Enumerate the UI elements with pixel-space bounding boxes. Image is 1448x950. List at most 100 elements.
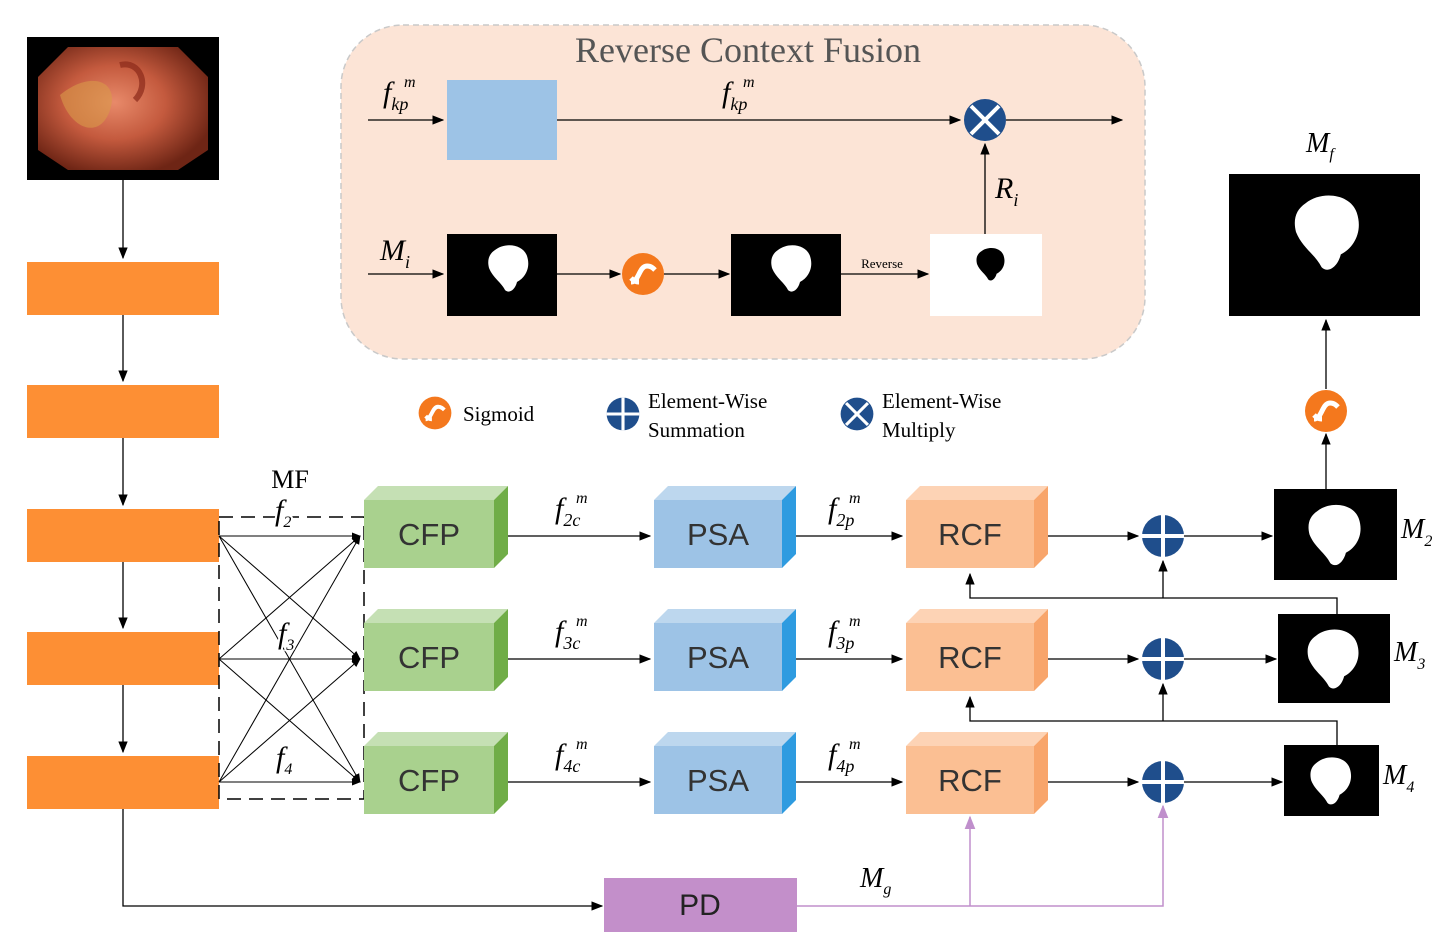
cfp-block-front <box>364 746 494 814</box>
rcf-block-front <box>906 500 1034 568</box>
side-mask-label: M2 <box>1400 514 1432 550</box>
legend-summation-line2: Summation <box>648 418 745 442</box>
cfp-block-top <box>364 609 508 623</box>
svg-text:f3: f3 <box>278 617 294 654</box>
svg-text:m: m <box>743 74 755 91</box>
side-mask-blob <box>1308 504 1361 566</box>
legend-multiply-icon <box>839 396 875 432</box>
svg-text:Mg: Mg <box>859 863 891 898</box>
legend-multiply-line1: Element-Wise <box>882 389 1001 413</box>
psa-block: PSA <box>654 609 796 691</box>
psa-block-label: PSA <box>687 517 749 552</box>
cfp-block-side <box>494 732 508 814</box>
cfp-block-top <box>364 732 508 746</box>
encoder-block-2 <box>27 385 219 438</box>
final-mask-blob <box>1294 195 1359 270</box>
svg-text:m: m <box>576 736 588 753</box>
rcf-panel-title: Reverse Context Fusion <box>575 30 921 70</box>
side-mask-label: M3 <box>1393 637 1425 673</box>
side-mask-label: M4 <box>1382 760 1414 796</box>
encoder-block-3 <box>27 509 219 562</box>
rcf-block-side <box>1034 486 1048 568</box>
legend-sigmoid-label: Sigmoid <box>463 402 535 426</box>
svg-text:f4: f4 <box>276 741 292 778</box>
rcf-block-top <box>906 732 1048 746</box>
reverse-label: Reverse <box>861 256 903 271</box>
legend-summation-line1: Element-Wise <box>648 389 767 413</box>
cfp-block-side <box>494 609 508 691</box>
cfp-block-side <box>494 486 508 568</box>
arrow-pd-sum <box>797 804 1169 907</box>
svg-text:Mi: Mi <box>379 234 410 272</box>
feedback-to-rcf <box>965 695 1338 745</box>
psa-block-top <box>654 609 796 623</box>
svg-text:m: m <box>576 490 588 507</box>
feedback-to-rcf <box>965 572 1338 614</box>
psa-block: PSA <box>654 486 796 568</box>
svg-text:M4: M4 <box>1382 760 1414 796</box>
panel-conv-block <box>447 80 557 160</box>
summation-icon <box>1140 513 1186 559</box>
legend-sigmoid-icon <box>416 394 454 432</box>
encoder-block-1 <box>27 262 219 315</box>
psa-block-top <box>654 486 796 500</box>
panel-reverse-map-label: Ri <box>994 172 1018 210</box>
svg-text:m: m <box>576 613 588 630</box>
final-mask-label: Mf <box>1305 128 1336 163</box>
pd-label: PD <box>679 889 721 922</box>
cfp-block-top <box>364 486 508 500</box>
side-mask-blob <box>1307 629 1359 689</box>
arrow-enc5-pd <box>122 809 604 911</box>
psa-block: PSA <box>654 732 796 814</box>
psa-block-front <box>654 746 782 814</box>
svg-text:f2: f2 <box>275 494 291 531</box>
svg-text:m: m <box>404 74 416 91</box>
cfp-block: CFP <box>364 609 508 691</box>
rcf-block-front <box>906 623 1034 691</box>
rcf-block-side <box>1034 609 1048 691</box>
svg-text:m: m <box>849 736 861 753</box>
summation-icon <box>1140 759 1186 805</box>
mf-f2-label: f2 <box>273 492 293 533</box>
cfp-block-label: CFP <box>398 763 460 798</box>
rcf-block: RCF <box>906 732 1048 814</box>
pd-block <box>604 878 797 932</box>
input-image-content <box>38 47 208 170</box>
summation-icon <box>1140 636 1186 682</box>
psa-block-front <box>654 623 782 691</box>
psa-block-label: PSA <box>687 640 749 675</box>
cfp-block-front <box>364 623 494 691</box>
mf-f3-label: f3 <box>276 615 296 656</box>
svg-text:Ri: Ri <box>994 172 1018 210</box>
rcf-block: RCF <box>906 486 1048 568</box>
side-mask-blob <box>1310 757 1352 805</box>
svg-text:m: m <box>849 613 861 630</box>
psa-block-top <box>654 732 796 746</box>
panel-sigmoid-icon <box>622 253 664 295</box>
legend-multiply-line2: Multiply <box>882 418 956 442</box>
rcf-block-side <box>1034 732 1048 814</box>
psa-block-front <box>654 500 782 568</box>
cfp-block-label: CFP <box>398 517 460 552</box>
mf-label: MF <box>271 465 309 494</box>
cfp-block: CFP <box>364 486 508 568</box>
encoder-block-5 <box>27 756 219 809</box>
rcf-block-top <box>906 486 1048 500</box>
panel-mask-reversed-blob <box>976 248 1005 281</box>
multiply-icon <box>962 97 1008 143</box>
legend-summation-icon <box>605 396 641 432</box>
cfp-block-label: CFP <box>398 640 460 675</box>
psa-block-side <box>782 486 796 568</box>
rcf-block-top <box>906 609 1048 623</box>
psa-block-side <box>782 609 796 691</box>
psa-block-label: PSA <box>687 763 749 798</box>
